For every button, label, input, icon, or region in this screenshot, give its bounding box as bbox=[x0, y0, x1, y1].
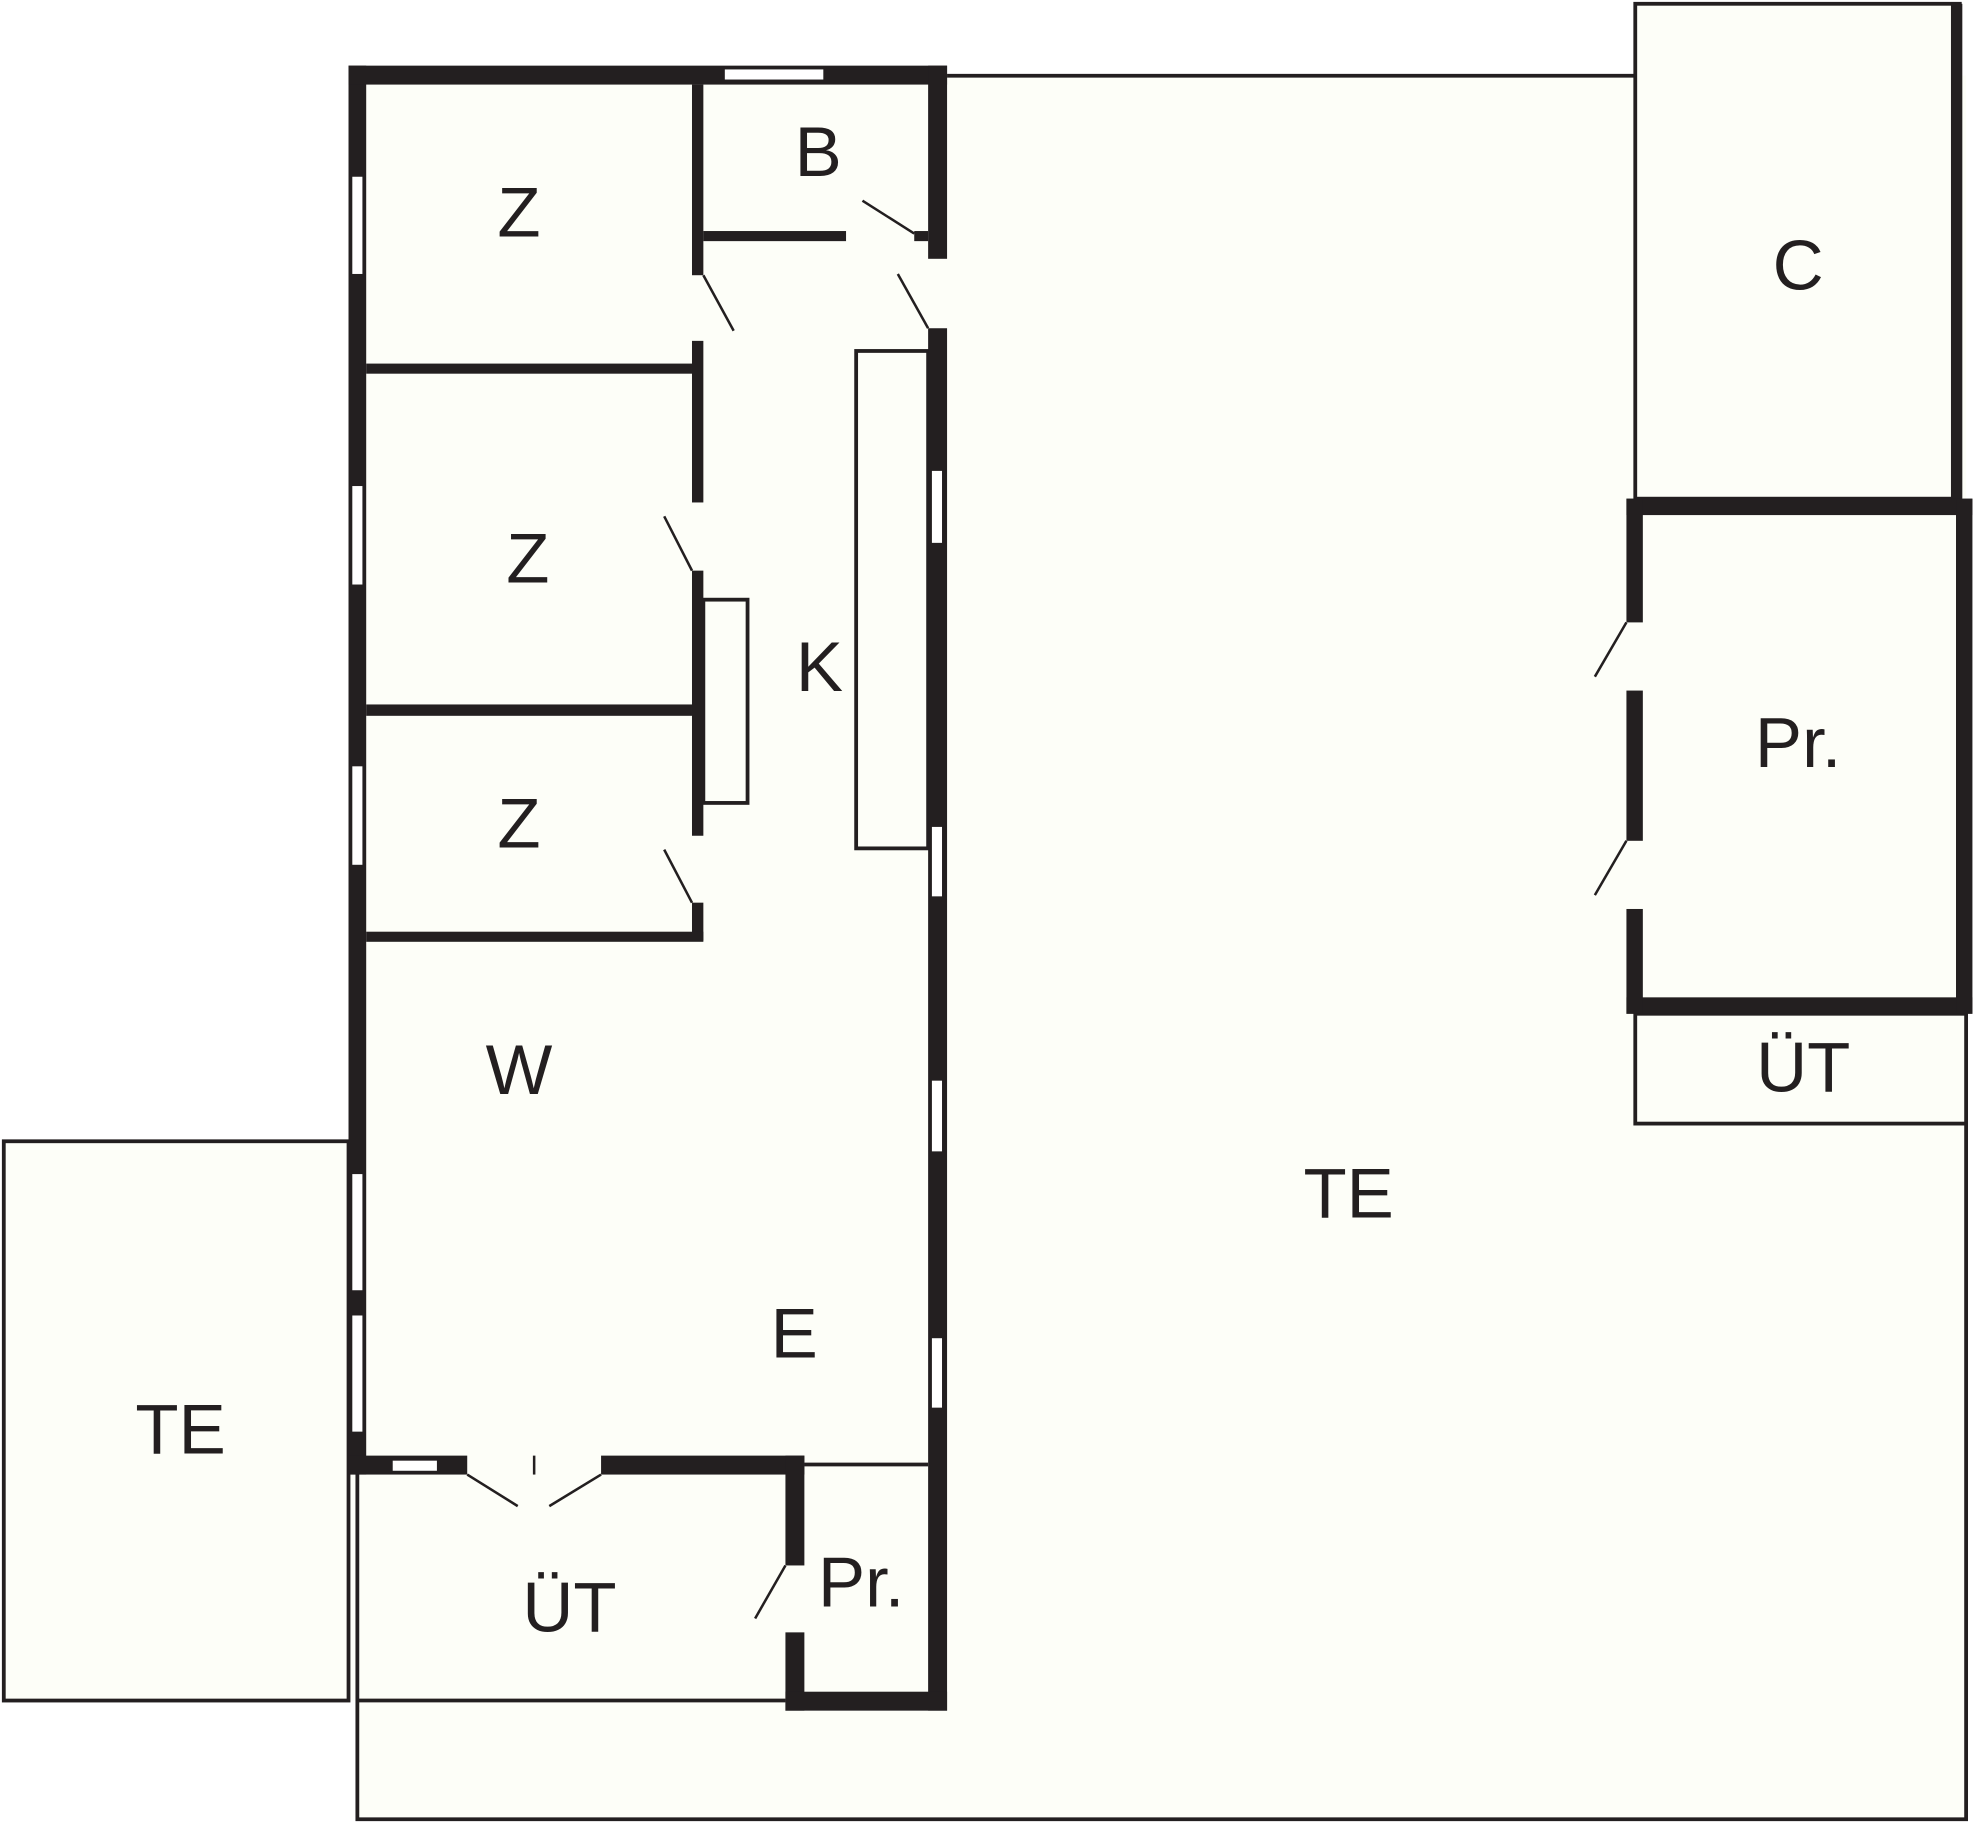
room-label-e: E bbox=[771, 1294, 818, 1373]
room-label-w: W bbox=[486, 1030, 553, 1109]
door-swings bbox=[466, 199, 1628, 1620]
room-label-k: K bbox=[796, 627, 843, 706]
windows bbox=[352, 69, 943, 1471]
room-label-pr-bottom: Pr. bbox=[818, 1542, 904, 1621]
room-label-z3: Z bbox=[497, 784, 540, 863]
room-label-ut-bottom: ÜT bbox=[522, 1568, 616, 1647]
room-label-pr-right: Pr. bbox=[1755, 703, 1841, 782]
floor-areas bbox=[3, 3, 1967, 1820]
room-label-te-left: TE bbox=[135, 1390, 225, 1469]
room-label-z2: Z bbox=[506, 519, 549, 598]
room-label-z1: Z bbox=[497, 173, 540, 252]
room-label-te-main: TE bbox=[1303, 1154, 1393, 1233]
room-label-ut-right: ÜT bbox=[1756, 1027, 1850, 1106]
room-label-c: C bbox=[1773, 226, 1824, 305]
room-label-b: B bbox=[795, 112, 842, 191]
room-labels: Z B Z K Z W E ÜT Pr. TE TE C Pr. ÜT bbox=[135, 112, 1850, 1647]
